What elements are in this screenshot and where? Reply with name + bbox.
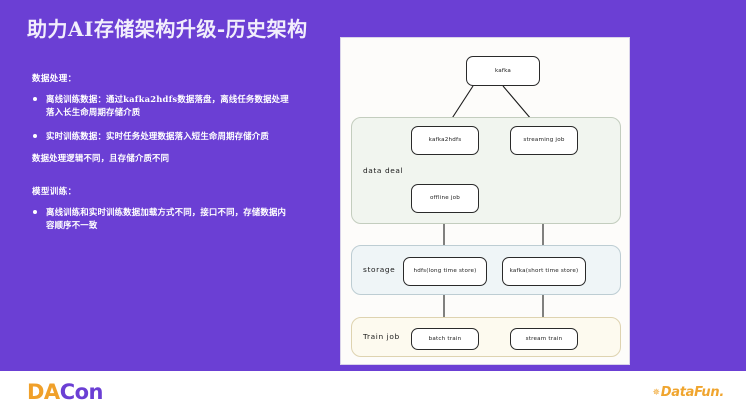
bullet-text: 离线训练数据：通过kafka2hdfs数据落盘，离线任务数据处理落入长生命周期存…: [46, 94, 289, 118]
bullet-realtime-training-data: 实时训练数据：实时任务处理数据落入短生命周期存储介质: [32, 130, 292, 143]
slide-body: 助力AI存储架构升级-历史架构 数据处理： 离线训练数据：通过kafka2hdf…: [0, 0, 746, 371]
note-processing-logic: 数据处理逻辑不同，且存储介质不同: [32, 153, 170, 164]
dacon-logo-con: Con: [59, 380, 104, 404]
bullet-text: 离线训练和实时训练数据加载方式不同，接口不同，存储数据内容顺序不一致: [46, 207, 287, 231]
slide-footer: DACon ✵DataFun.: [0, 371, 746, 416]
dacon-logo-da: DA: [27, 380, 60, 404]
datafun-logo: ✵DataFun.: [653, 385, 725, 400]
bullet-offline-training-data: 离线训练数据：通过kafka2hdfs数据落盘，离线任务数据处理落入长生命周期存…: [32, 93, 292, 119]
bullet-dot-icon: [33, 97, 37, 101]
architecture-diagram-panel: data deal storage Train job kafka kafka2…: [340, 37, 630, 365]
group-label-storage: storage: [363, 265, 396, 274]
node-streaming-job[interactable]: streaming job: [510, 126, 578, 155]
section-heading-data-processing: 数据处理：: [32, 74, 77, 84]
group-label-data-deal: data deal: [363, 166, 404, 175]
bullet-dot-icon: [33, 134, 37, 139]
datafun-logo-text: DataFun.: [660, 385, 725, 400]
node-stream-train[interactable]: stream train: [510, 328, 578, 350]
node-offline-job[interactable]: offline job: [411, 184, 479, 213]
node-batch-train[interactable]: batch train: [411, 328, 479, 350]
node-kafka[interactable]: kafka: [466, 56, 540, 86]
node-hdfs-long-time-store[interactable]: hdfs(long time store): [403, 257, 487, 286]
dacon-logo: DACon: [27, 380, 103, 404]
bullet-text: 实时训练数据：实时任务处理数据落入短生命周期存储介质: [46, 131, 269, 142]
sparkle-icon: ✵: [652, 387, 661, 398]
bullet-training-data-loading: 离线训练和实时训练数据加载方式不同，接口不同，存储数据内容顺序不一致: [32, 206, 292, 232]
section-heading-model-training: 模型训练：: [32, 187, 77, 198]
left-text-column: 数据处理： 离线训练数据：通过kafka2hdfs数据落盘，离线任务数据处理落入…: [32, 72, 292, 243]
node-kafka-short-time-store[interactable]: kafka(short time store): [502, 257, 586, 286]
bullet-dot-icon: [33, 210, 37, 215]
page-title: 助力AI存储架构升级-历史架构: [27, 17, 308, 41]
group-label-train-job: Train job: [363, 332, 400, 341]
node-kafka2hdfs[interactable]: kafka2hdfs: [411, 126, 479, 155]
